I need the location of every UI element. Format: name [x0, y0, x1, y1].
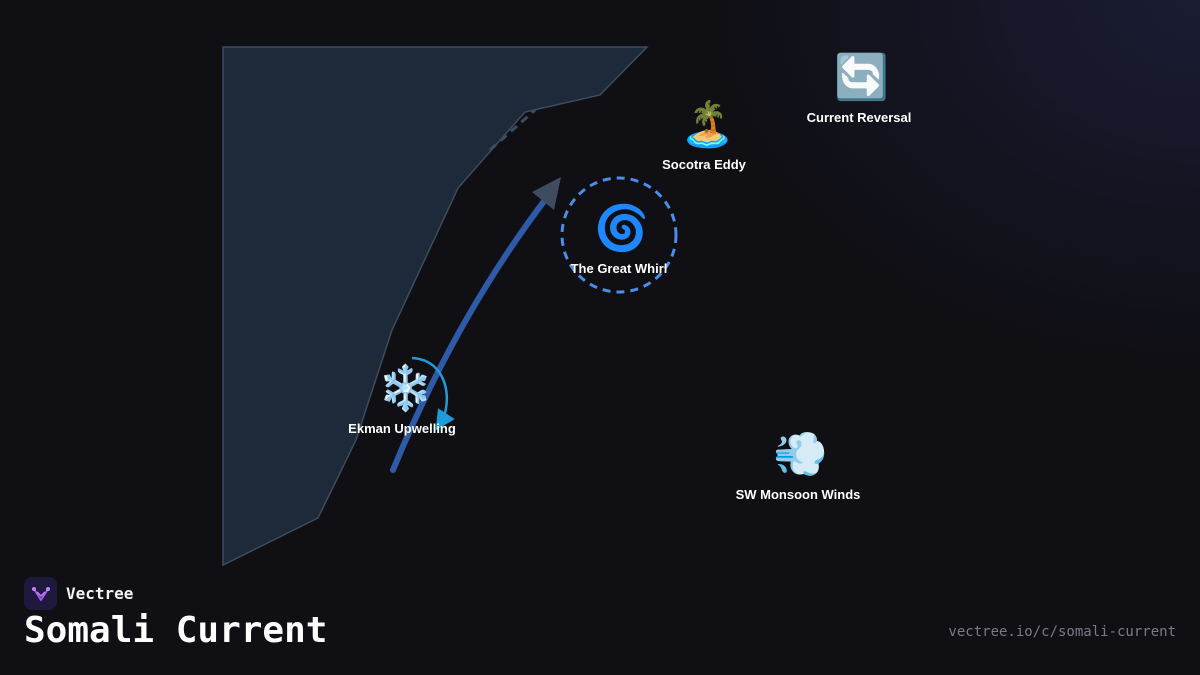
socotra-eddy-label: Socotra Eddy [662, 157, 746, 172]
great-whirl-ring [560, 176, 678, 294]
brand: Vectree [24, 577, 133, 610]
vectree-logo-icon [24, 577, 57, 610]
page-title: Somali Current [24, 610, 328, 651]
great-whirl-label: The Great Whirl [570, 261, 668, 276]
coastal-dashed-line [489, 108, 536, 152]
somali-landmass [222, 46, 649, 567]
somali-current-flow [390, 193, 551, 473]
current-arrowhead [532, 177, 561, 210]
counterclockwise-arrows-icon: 🔄 [834, 52, 889, 103]
sw-monsoon-winds-label: SW Monsoon Winds [735, 487, 861, 502]
ekman-upwelling-label: Ekman Upwelling [348, 421, 456, 436]
current-reversal-label: Current Reversal [806, 110, 912, 125]
snowflake-icon: ❄️ [378, 363, 433, 414]
brand-name: Vectree [66, 584, 134, 603]
dashing-wind-icon: 💨 [773, 429, 828, 480]
upwelling-arrow [411, 356, 455, 431]
source-url[interactable]: vectree.io/c/somali-current [948, 624, 1176, 640]
island-icon: 🏝️ [680, 99, 735, 150]
cyclone-icon: 🌀 [594, 203, 649, 254]
